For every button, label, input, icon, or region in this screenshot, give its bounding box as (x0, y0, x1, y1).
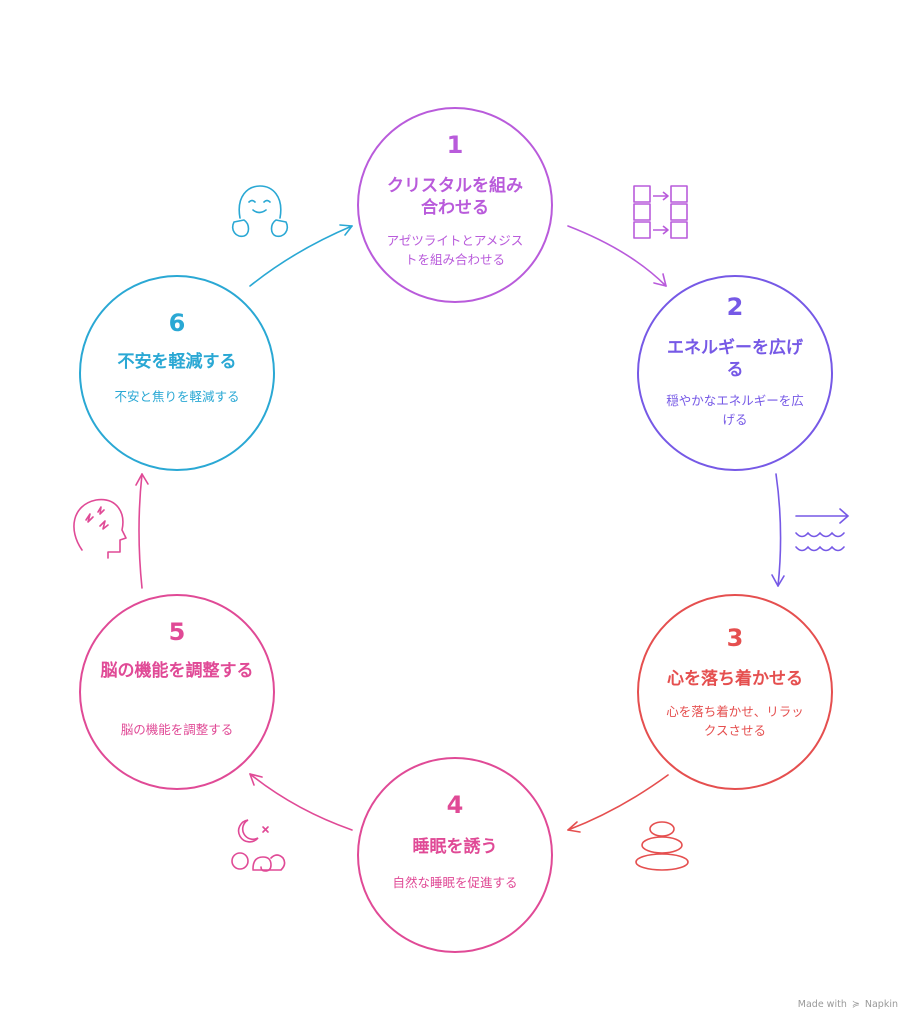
step-number: 2 (726, 293, 744, 321)
step-number: 3 (726, 624, 744, 652)
made-with-label: Made with (797, 999, 847, 1010)
step-description: 穏やかなエネルギーを広げる (666, 393, 804, 427)
step-title: 心を落ち着かせる (667, 669, 803, 689)
arrow-4-to-5 (249, 773, 353, 831)
napkin-logo-icon: ≽ (851, 999, 860, 1010)
step-6: 6 不安を軽減する 不安と焦りを軽減する (79, 275, 275, 471)
step-number: 1 (446, 131, 464, 159)
step-title: クリスタルを組み合わせる (387, 176, 523, 218)
step-1: 1 クリスタルを組み合わせる アゼツライトとアメジストを組み合わせる (357, 107, 553, 303)
step-description: 自然な睡眠を促進する (392, 875, 518, 890)
arrow-3-to-4 (567, 774, 669, 833)
step-3: 3 心を落ち着かせる 心を落ち着かせ、リラックスさせる (637, 594, 833, 790)
waves-icon (795, 508, 850, 552)
head-lightning-icon (73, 498, 127, 559)
napkin-brand: Napkin (864, 999, 898, 1010)
arrow-2-to-3 (771, 473, 785, 587)
step-4: 4 睡眠を誘う 自然な睡眠を促進する (357, 757, 553, 953)
step-2: 2 エネルギーを広げる 穏やかなエネルギーを広げる (637, 275, 833, 471)
arrow-5-to-6 (135, 473, 149, 589)
step-1-circle (357, 107, 553, 303)
step-6-circle (79, 275, 275, 471)
step-5-circle (79, 594, 275, 790)
napkin-watermark: Made with ≽ Napkin (798, 999, 898, 1010)
step-number: 6 (168, 309, 186, 337)
moon-sleep-icon (231, 819, 286, 872)
arrow-6-to-1 (249, 224, 353, 287)
smiling-face-icon (231, 185, 289, 238)
step-5: 5 脳の機能を調整する 脳の機能を調整する (79, 594, 275, 790)
grid-arrows-icon (633, 185, 688, 239)
step-description: 不安と焦りを軽減する (114, 389, 240, 404)
step-title: 脳の機能を調整する (100, 661, 254, 681)
step-number: 4 (446, 791, 464, 819)
step-number: 5 (168, 618, 186, 646)
step-description: 脳の機能を調整する (120, 722, 234, 737)
step-3-circle (637, 594, 833, 790)
step-4-circle (357, 757, 553, 953)
step-description: アゼツライトとアメジストを組み合わせる (386, 233, 524, 267)
stacked-stones-icon (635, 821, 689, 871)
step-title: 睡眠を誘う (412, 837, 498, 857)
step-title: エネルギーを広げる (667, 338, 803, 380)
arrow-1-to-2 (567, 225, 667, 287)
step-description: 心を落ち着かせ、リラックスさせる (666, 704, 804, 738)
step-title: 不安を軽減する (117, 352, 237, 372)
step-2-circle (637, 275, 833, 471)
